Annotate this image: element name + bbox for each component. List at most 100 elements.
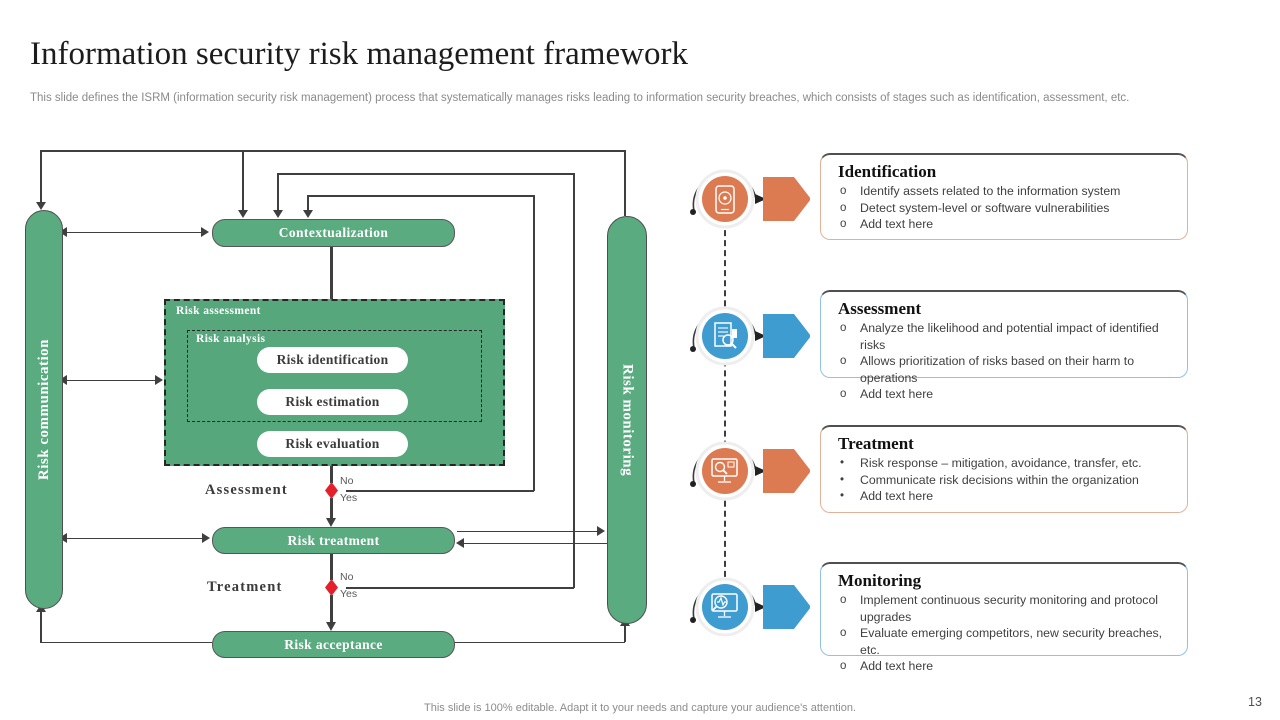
- page-title: Information security risk management fra…: [30, 36, 688, 72]
- bullet-text: Add text here: [860, 489, 934, 503]
- flow-spine: [330, 244, 333, 340]
- bullet-marker: o: [840, 388, 847, 400]
- bullet-item: •Communicate risk decisions within the o…: [838, 472, 1177, 489]
- stage-treatment: [660, 429, 810, 513]
- arrowhead-left-icon: [59, 375, 67, 385]
- bullet-text: Add text here: [860, 387, 934, 401]
- bullet-text: Add text here: [860, 217, 934, 231]
- bullet-text: Identify assets related to the informati…: [860, 184, 1121, 198]
- connector-line: [40, 150, 625, 152]
- arrowhead-down-icon: [272, 210, 283, 218]
- node-risk-estimation: Risk estimation: [257, 389, 408, 415]
- node-label: Risk acceptance: [284, 636, 383, 652]
- connector-line: [67, 231, 201, 233]
- risk-analysis-group: [187, 330, 482, 422]
- connector-line: [242, 150, 244, 210]
- bullet-marker: •: [840, 457, 845, 469]
- stage-monitoring: [660, 565, 810, 649]
- node-risk-treatment: Risk treatment: [212, 527, 455, 554]
- bullet-text: Evaluate emerging competitors, new secur…: [860, 626, 1163, 657]
- bullet-marker: o: [840, 660, 847, 672]
- arrowhead-down-icon: [302, 210, 313, 218]
- arrowhead-down-icon: [326, 518, 336, 527]
- node-risk-acceptance: Risk acceptance: [212, 631, 455, 658]
- flow-spine: [330, 595, 333, 623]
- bullet-text: Risk response – mitigation, avoidance, t…: [860, 456, 1142, 470]
- bullet-item: o Add text here: [838, 386, 1177, 403]
- arrowhead-right-icon: [201, 227, 209, 237]
- bullet-item: o Identify assets related to the informat…: [838, 183, 1177, 200]
- smartphone-scan-icon: [690, 169, 810, 229]
- connector-line: [457, 530, 597, 532]
- node-label: Contextualization: [278, 225, 389, 240]
- bullet-item: o Detect system-level or software vulnera…: [838, 200, 1177, 217]
- editable-note: This slide is 100% editable. Adapt it to…: [424, 702, 856, 714]
- page-subtitle: This slide defines the ISRM (information…: [30, 92, 1130, 104]
- connector-line: [67, 379, 155, 381]
- connector-line: [346, 490, 534, 492]
- bullet-marker: o: [840, 201, 847, 214]
- stage-bullet-list: o Analyze the likelihood and potential im…: [821, 320, 1187, 409]
- rail-label: Risk communication: [35, 338, 52, 481]
- decision-diamond: [325, 579, 338, 596]
- stage-connector-dashed-line: [724, 200, 726, 607]
- bullet-marker: o: [840, 185, 847, 197]
- arrowhead-right-icon: [202, 533, 210, 543]
- bullet-marker: o: [840, 218, 847, 230]
- connector-line: [346, 587, 574, 589]
- node-label: Risk evaluation: [285, 436, 380, 451]
- stage-bullet-list: o Identify assets related to the informat…: [821, 183, 1187, 239]
- flow-spine: [330, 457, 333, 483]
- node-label: Risk estimation: [285, 394, 380, 409]
- bullet-marker: o: [840, 594, 847, 606]
- arrowhead-down-icon: [35, 202, 46, 210]
- arrowhead-right-icon: [155, 375, 163, 385]
- risk-communication-rail: Risk communication: [25, 210, 63, 609]
- connector-line: [464, 542, 607, 544]
- bullet-text: Analyze the likelihood and potential imp…: [860, 321, 1159, 352]
- group-label: Risk assessment: [176, 305, 261, 317]
- monitor-pulse-icon: [690, 577, 810, 637]
- stage-assessment: [660, 294, 810, 378]
- node-risk-evaluation: Risk evaluation: [257, 431, 408, 457]
- connector-line: [624, 626, 626, 642]
- decision-label: Treatment: [207, 579, 283, 595]
- connector-line: [573, 173, 575, 588]
- flow-spine: [330, 552, 333, 580]
- connector-line: [40, 612, 42, 642]
- stage-title: Treatment: [838, 434, 914, 453]
- decision-no: No: [340, 475, 354, 487]
- decision-diamond: [325, 482, 338, 499]
- page-number: 13: [1248, 695, 1262, 709]
- risk-monitoring-rail: Risk monitoring: [607, 216, 647, 624]
- stage-card-treatment: Treatment • Risk response – mitigation, a…: [820, 425, 1188, 513]
- decision-yes: Yes: [340, 492, 358, 504]
- connector-line: [624, 150, 626, 216]
- bullet-marker: o: [840, 355, 847, 367]
- node-label: Risk treatment: [287, 532, 380, 548]
- connector-line: [277, 173, 574, 175]
- bullet-item: • Risk response – mitigation, avoidance, …: [838, 455, 1177, 472]
- bullet-marker: •: [840, 490, 845, 502]
- bullet-text: Detect system-level or software vulnerab…: [860, 200, 1110, 215]
- group-label: Risk analysis: [196, 333, 266, 345]
- connector-line: [533, 195, 535, 491]
- arrowhead-right-icon: [597, 526, 605, 536]
- flow-spine: [330, 498, 333, 519]
- arrowhead-left-icon: [59, 227, 67, 237]
- arrowhead-left-icon: [59, 533, 67, 543]
- connector-line: [277, 173, 279, 210]
- connector-line: [40, 641, 212, 643]
- connector-line: [307, 195, 534, 197]
- node-contextualization: Contextualization: [212, 219, 455, 247]
- node-risk-identification: Risk identification: [257, 347, 408, 373]
- rail-label: Risk monitoring: [619, 363, 636, 477]
- arrowhead-left-icon: [456, 538, 464, 548]
- arrowhead-down-icon: [326, 622, 336, 631]
